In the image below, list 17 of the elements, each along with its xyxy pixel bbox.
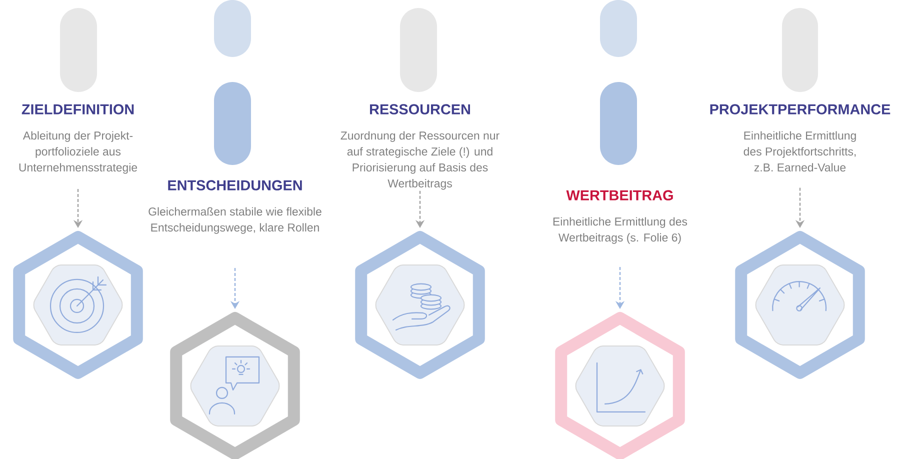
heading: WERTBEITRAG bbox=[566, 190, 673, 200]
description: Einheitliche Ermittlung des Wertbeitrags (s. Folie 6) bbox=[553, 217, 688, 244]
description: Einheitliche Ermittlung des Projektfortschritts, z.B. Earned-Value bbox=[744, 131, 856, 172]
description: Ableitung der Projekt- portfolioziele aus Unternehmensstrategie bbox=[19, 131, 138, 174]
heading: RESSOURCEN bbox=[370, 104, 470, 114]
heading: ZIELDEFINITION bbox=[22, 104, 134, 114]
pill-shape bbox=[782, 8, 818, 92]
description: Zuordnung der Ressourcen nur auf strategische Ziele (!) und Priorisierung auf Basis des Wertbeitrags bbox=[340, 131, 500, 190]
description: Gleichermaßen stabile wie flexible Entscheidungswege, klare Rollen bbox=[148, 207, 322, 234]
pill-shape bbox=[214, 0, 251, 57]
heading: PROJEKTPERFORMANCE bbox=[710, 104, 890, 114]
heading: ENTSCHEIDUNGEN bbox=[168, 180, 302, 190]
pill-shape bbox=[214, 82, 251, 165]
pill-shape bbox=[60, 8, 97, 92]
pill-shape bbox=[600, 82, 637, 165]
pill-shape bbox=[600, 0, 637, 57]
pill-shape bbox=[400, 8, 437, 92]
